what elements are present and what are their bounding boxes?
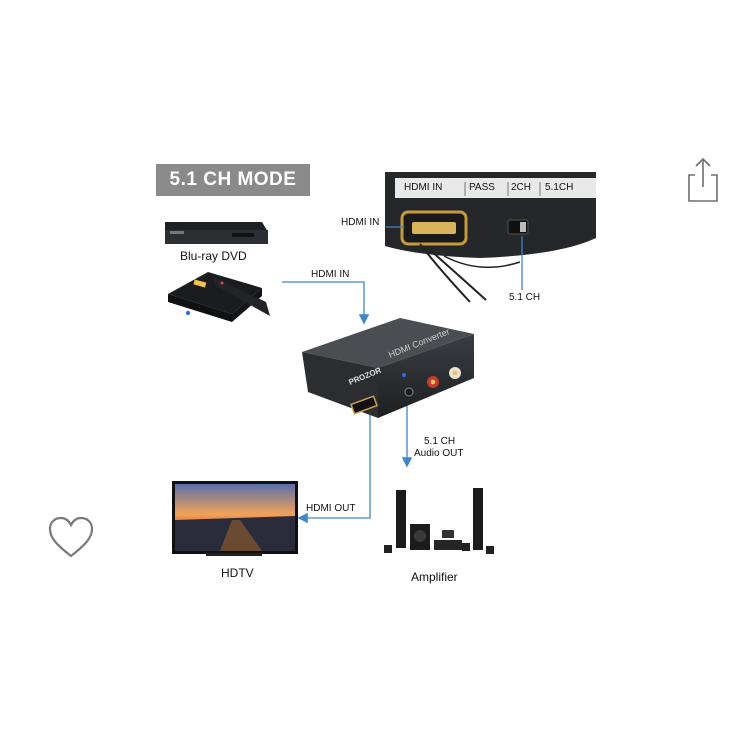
inset-pass-label: PASS: [469, 182, 495, 193]
hdmi-out-label: HDMI OUT: [306, 503, 356, 514]
inset-51ch-label: 5.1CH: [545, 182, 574, 193]
speaker-system: [384, 488, 494, 554]
hdtv-label: HDTV: [221, 566, 254, 580]
audio-out-label-line1: 5.1 CH: [424, 436, 456, 447]
share-button[interactable]: [686, 155, 720, 203]
top-margin: [0, 0, 750, 148]
inset-2ch-label: 2CH: [511, 182, 532, 193]
favorite-button[interactable]: [47, 516, 95, 560]
mode-title-badge: 5.1 CH MODE: [156, 164, 310, 196]
bluray-label: Blu-ray DVD: [180, 249, 247, 263]
source-hdmi-in-label: HDMI IN: [311, 269, 350, 280]
switch-51ch-label: 5.1 CH: [509, 292, 541, 303]
audio-out-label-line2: Audio OUT: [414, 448, 464, 459]
bottom-margin: [0, 600, 750, 750]
amplifier-label: Amplifier: [411, 570, 458, 584]
tv-box: [168, 272, 270, 322]
hdmi-converter-device: HDMI Converter PROZOR: [302, 318, 474, 418]
inset-hdmi-in-label: HDMI IN: [341, 217, 380, 228]
port-closeup-inset: [385, 172, 596, 303]
share-icon: [688, 157, 718, 202]
bluray-player: [165, 222, 268, 244]
heart-outline-icon: [48, 516, 94, 558]
signal-lines: [282, 226, 523, 524]
hdtv: [172, 481, 298, 556]
inset-hdmi-in-port-label: HDMI IN: [404, 182, 443, 193]
